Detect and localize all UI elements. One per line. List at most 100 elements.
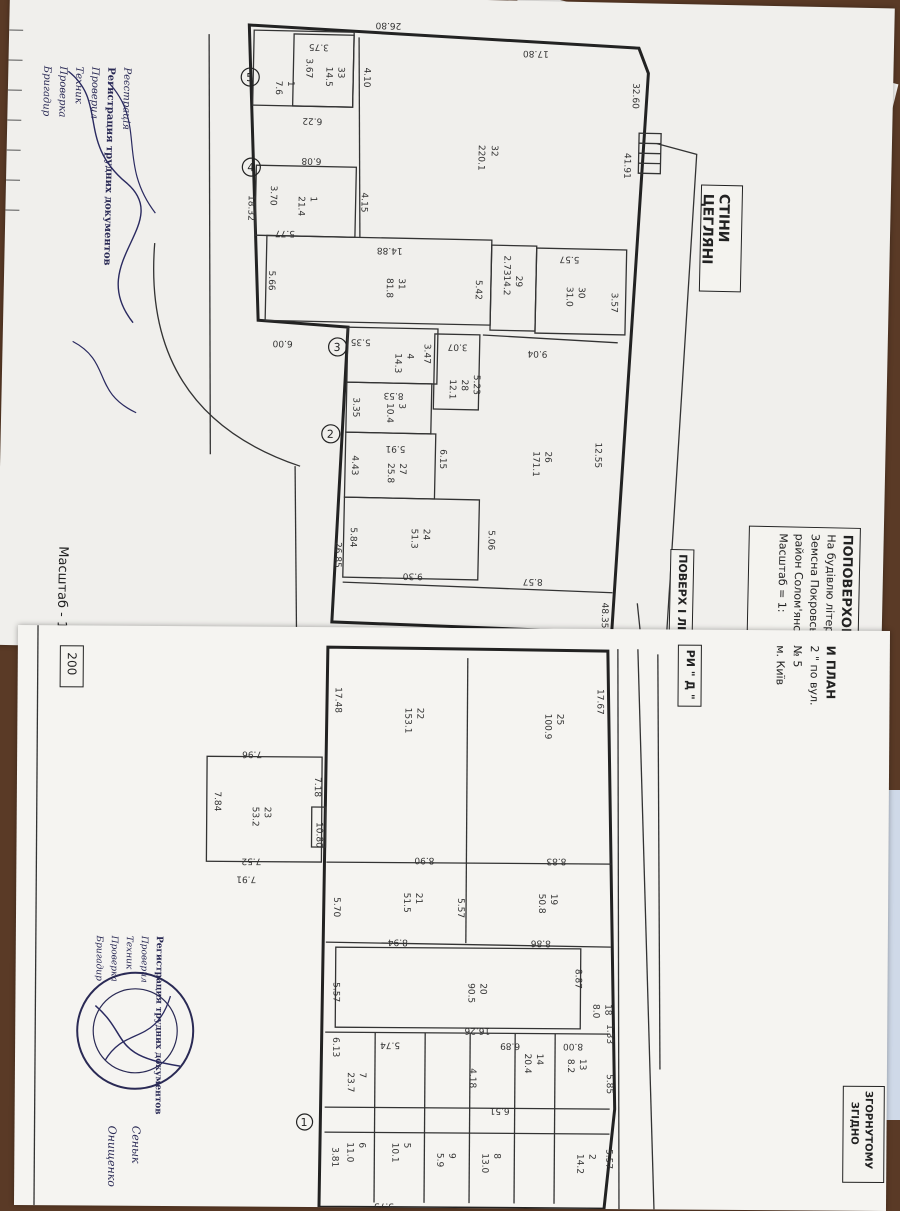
room-area: 8.0 — [590, 1004, 600, 1019]
dimension: 12.55 — [592, 442, 603, 468]
room-area: 12.1 — [447, 379, 457, 399]
stamp-signature-name-2: Онищенко — [105, 1126, 118, 1187]
dimension: 6.51 — [490, 1105, 510, 1115]
dimension: 14.88 — [376, 245, 402, 256]
dimension: 3.35 — [350, 397, 360, 417]
dimension: 17.67 — [594, 689, 604, 715]
dimension: 41.91 — [621, 153, 632, 179]
room-area: 20.4 — [522, 1053, 532, 1073]
room-number: 30 — [576, 287, 586, 299]
dimension: 9.04 — [527, 348, 548, 358]
dimension: 3.57 — [608, 293, 618, 313]
dimension: 26.85 — [332, 542, 343, 568]
room-area: 14.5 — [323, 67, 333, 87]
floor-fragment: РИ " Д " — [684, 650, 697, 700]
axis-mark-3: 3 — [333, 341, 340, 354]
dimension: 7.18 — [312, 777, 322, 797]
dimension: 8.83 — [546, 856, 566, 866]
dimension: 32.60 — [630, 83, 641, 109]
room-number: 28 — [459, 379, 469, 391]
dimension: 5.57 — [455, 898, 465, 918]
dimension: 5.57 — [559, 254, 579, 264]
dimension: 18.32 — [245, 195, 256, 221]
dimension: 5.85 — [604, 1074, 614, 1094]
walls-material-box: СТІНИ ЦЕГЛЯНІ — [699, 185, 743, 293]
room-area: 100.9 — [542, 714, 552, 740]
stamp-checked: Проверил — [139, 936, 149, 983]
dimension: 6.08 — [301, 155, 322, 165]
floor-plan-sheet-top: 5 4 3 2 33 14.5 1 7.6 32 220.1 1 21.4 31… — [0, 0, 895, 663]
room-area: 171.1 — [530, 451, 541, 477]
dimension: 5.66 — [266, 270, 276, 291]
signature-scribbles — [41, 61, 179, 424]
room-number: 7 — [357, 1072, 367, 1078]
dimension: 3.67 — [303, 58, 313, 78]
conformity-stamp: ЗГОРНУТОМУ ЗГІДНО — [842, 1086, 885, 1183]
dimension: 3.75 — [309, 41, 329, 51]
room-area: 81.8 — [384, 278, 394, 299]
floor-fragment-box: РИ " Д " — [677, 645, 701, 707]
room-area: 50.8 — [536, 894, 546, 914]
dimension: 6.13 — [330, 1037, 340, 1057]
axis-mark-2: 2 — [327, 428, 334, 441]
dimension: 5.75 — [374, 1200, 394, 1210]
room-number: 21 — [413, 893, 423, 905]
header-line-4: м. Київ — [774, 645, 787, 685]
dimension: 6.89 — [500, 1040, 520, 1050]
room-area: 23.7 — [345, 1072, 355, 1092]
room-number: 1 — [285, 81, 295, 87]
dimension: 4.18 — [467, 1068, 477, 1088]
dimension: 5.23 — [471, 375, 481, 395]
room-area: 21.4 — [295, 196, 305, 217]
dimension: 17.48 — [332, 687, 342, 713]
page-number: 200 — [65, 652, 79, 675]
dimension: 7.96 — [242, 749, 262, 759]
axis-mark-1: 1 — [301, 1116, 308, 1129]
dimension: 4.10 — [361, 67, 371, 88]
dimension: 6.00 — [272, 338, 293, 348]
room-area: 10.4 — [384, 403, 394, 424]
dimension: 8.86 — [530, 938, 550, 948]
dimension: 5.06 — [485, 530, 495, 551]
dimension: 26.80 — [375, 20, 401, 31]
dimension: 2.73 — [501, 255, 511, 275]
dimension: 5.84 — [347, 527, 357, 548]
room-area: 7.6 — [273, 81, 283, 96]
top-floor-plan-drawing: 5 4 3 2 33 14.5 1 7.6 32 220.1 1 21.4 31… — [10, 0, 895, 9]
walls-label-line-2: ЦЕГЛЯНІ — [698, 193, 715, 264]
room-area: 5.9 — [434, 1153, 444, 1168]
room-number: 18 — [602, 1004, 612, 1016]
dimension: 1.33 — [604, 1024, 614, 1044]
dimension: 3.47 — [421, 344, 431, 364]
dimension: 7.91 — [236, 873, 256, 883]
room-area: 51.5 — [401, 893, 411, 913]
dimension: 7.84 — [212, 791, 222, 811]
stamp-technician: Техник — [124, 936, 134, 970]
dimension: 7.52 — [241, 856, 261, 866]
dimension: 5.91 — [385, 443, 405, 453]
dimension: 5.74 — [380, 1039, 400, 1049]
room-area: 153.1 — [402, 708, 412, 734]
stamp-check: Проверка — [109, 936, 119, 982]
dimension: 9.30 — [402, 570, 423, 580]
axis-mark-4: 4 — [247, 161, 254, 174]
room-area: 31.0 — [563, 287, 573, 308]
stamp-registration: Регистрация трудних документов — [153, 936, 164, 1115]
room-number: 26 — [542, 451, 552, 463]
room-number: 1 — [308, 196, 318, 202]
scale-side-label: Масштаб - 1: — [54, 546, 71, 634]
header-line-2: 2 " по вул. — [807, 645, 820, 705]
dimension: 4.43 — [349, 455, 359, 475]
stamp-line-2: ЗГІДНО — [848, 1102, 859, 1145]
dimension: 6.15 — [437, 449, 447, 469]
scale-line: Масштаб = 1: — [775, 533, 790, 612]
room-number: 25 — [554, 714, 564, 726]
dimension: 17.80 — [523, 48, 549, 59]
room-area: 13.0 — [479, 1153, 489, 1173]
dimension: 3.70 — [268, 185, 278, 206]
dimension: 8.87 — [573, 969, 583, 989]
page-number-box: 200 — [60, 645, 84, 687]
dimension: 5.35 — [351, 336, 371, 346]
room-number: 9 — [446, 1153, 456, 1159]
official-round-seal — [70, 965, 201, 1096]
